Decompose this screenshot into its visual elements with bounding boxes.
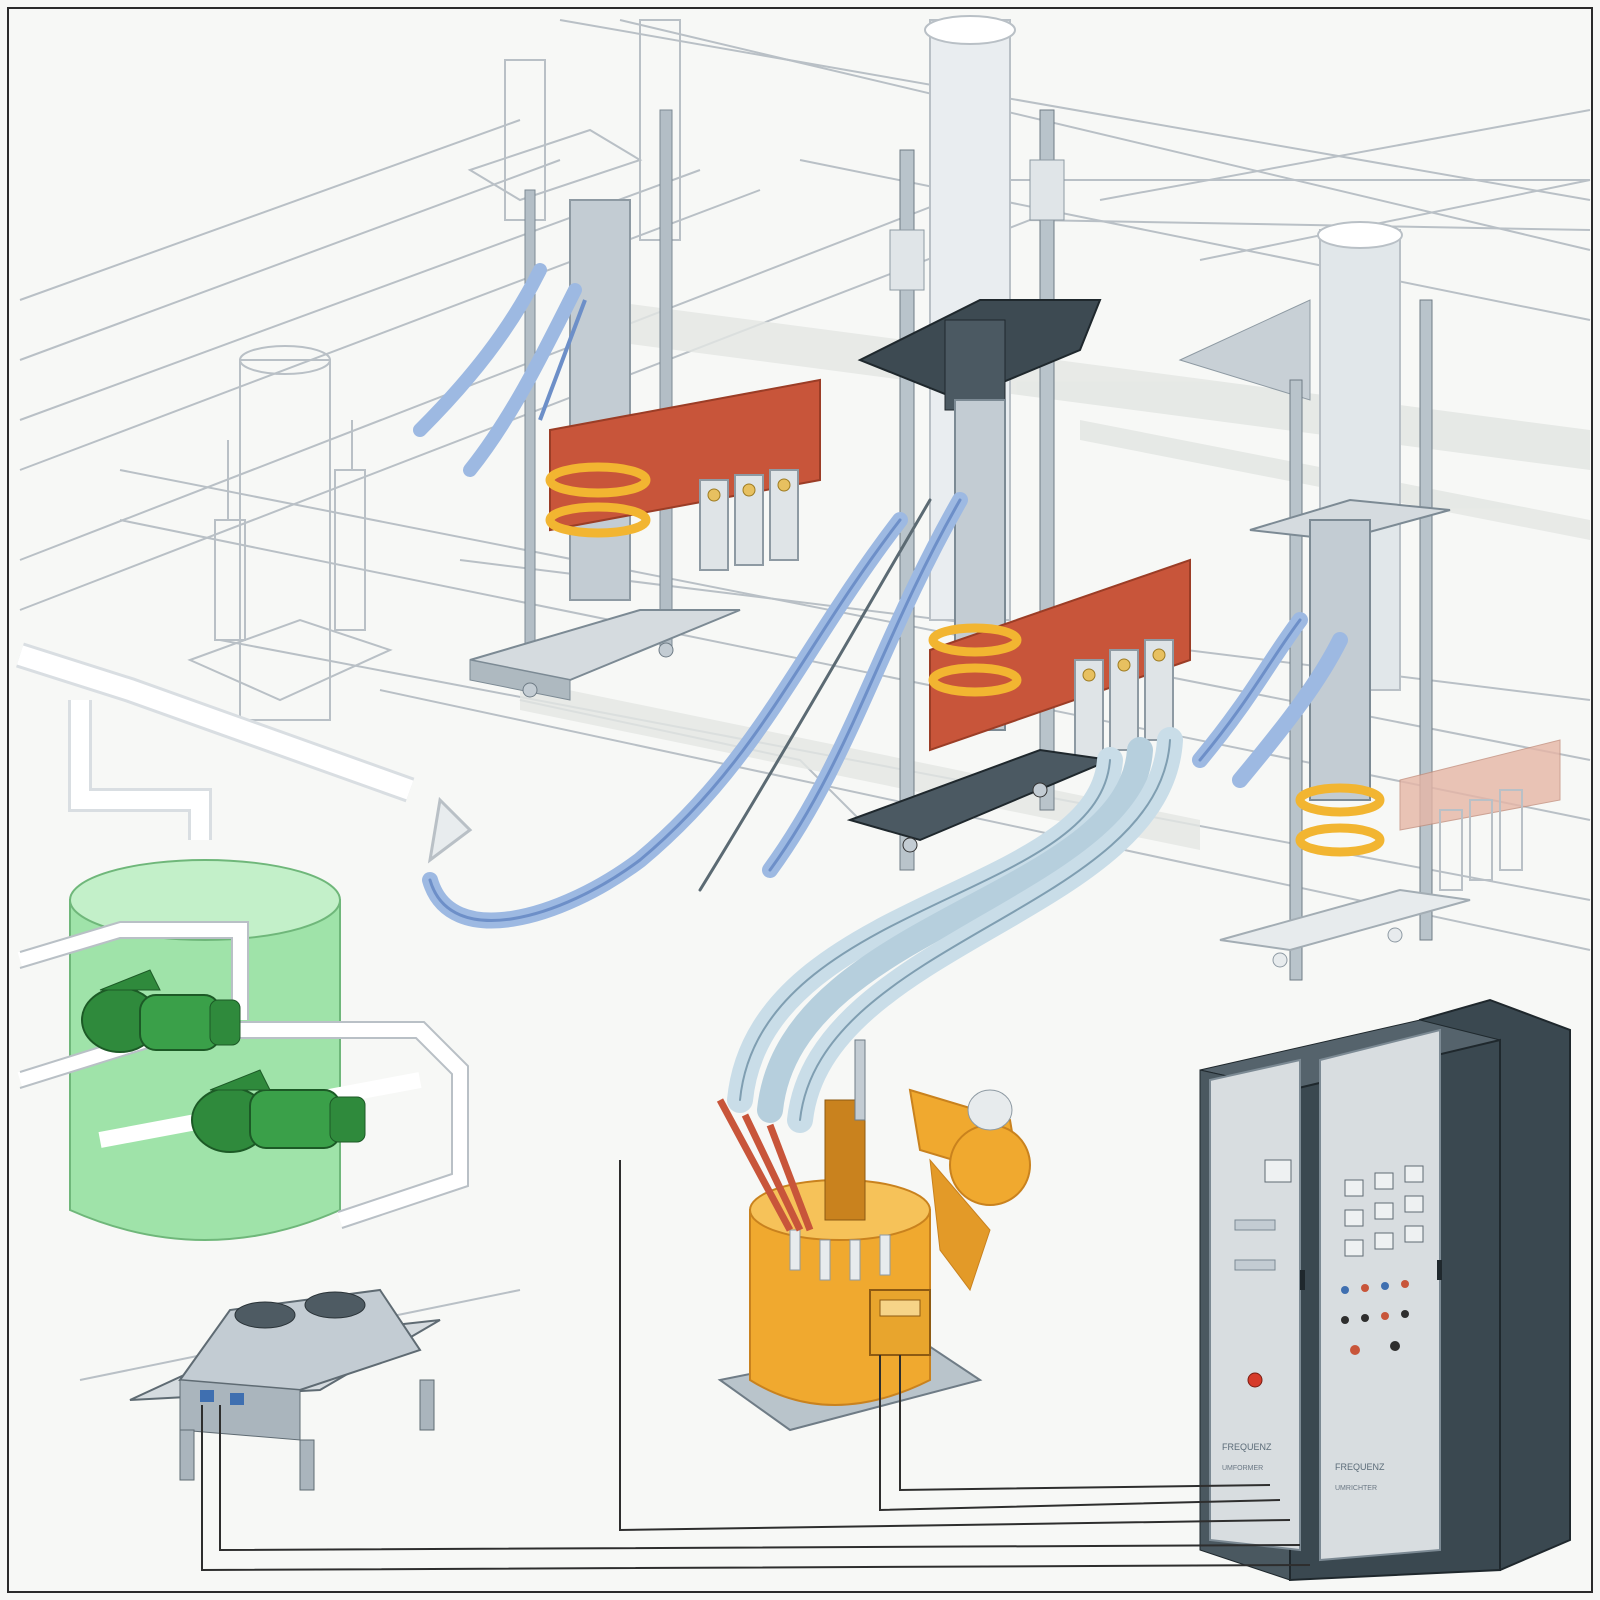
ghost-inductor-left [187,345,393,721]
cabinet-left-label-line2: UMFORMER [1222,1465,1263,1472]
cabinet-left-label-line1: FREQUENZ [1222,1442,1272,1452]
water-piping [16,642,473,864]
cabinet-right-label-line1: FREQUENZ [1335,1462,1385,1472]
cabinet-door-right [1319,1028,1441,1562]
pump-1 [81,969,241,1053]
control-cabinet: FREQUENZ UMFORMER FREQUENZ UMRICHTER [1199,998,1571,1582]
cabinet-door-left [1209,1058,1301,1552]
circulation-pumps [81,969,366,1153]
control-wiring [201,1160,1311,1572]
picture-frame [7,7,1593,1593]
bus-conductors [727,727,1183,1133]
inductor-station-right [1178,221,1561,981]
oil-transformer [716,1039,1031,1432]
pump-2 [191,1069,366,1153]
inductor-station-center [846,15,1191,871]
fan-icon [234,1291,366,1329]
air-recooler [79,1288,521,1491]
busbar-center [929,558,1191,752]
cabinet-right-label-line2: UMRICHTER [1335,1485,1377,1492]
inductor-station-left [413,19,821,701]
induction-coil-left [545,462,651,538]
indicator-lamps [1341,1280,1409,1355]
cooling-hoses [422,492,1348,929]
induction-coil-center [928,623,1022,697]
emergency-stop-button [1247,1372,1263,1388]
